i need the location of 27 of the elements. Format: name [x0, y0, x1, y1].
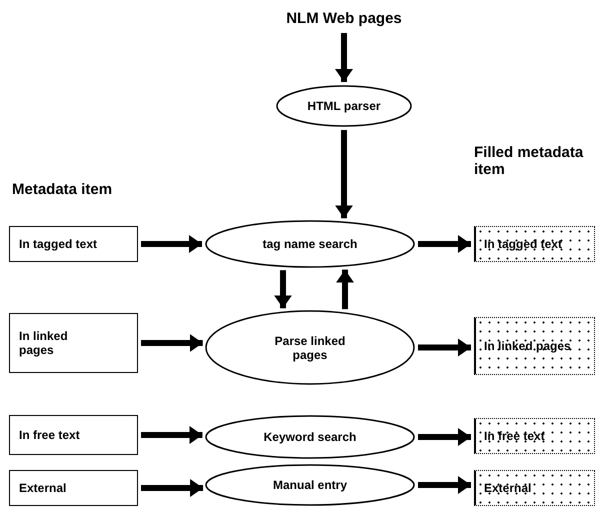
- arrow: [141, 479, 204, 497]
- process-ellipse: Manual entry: [205, 464, 415, 506]
- metadata-box: In tagged text: [9, 226, 138, 262]
- column-heading: Metadata item: [12, 181, 114, 198]
- arrow: [418, 235, 471, 253]
- arrow: [335, 130, 353, 218]
- arrow: [418, 476, 471, 494]
- metadata-box: In linked pages: [9, 313, 138, 373]
- arrow: [335, 33, 353, 82]
- column-heading: Filled metadata item: [474, 144, 584, 178]
- process-ellipse: tag name search: [205, 220, 415, 268]
- arrow: [141, 235, 202, 253]
- arrow: [336, 270, 354, 310]
- filled-metadata-box: In free text: [474, 418, 595, 454]
- process-ellipse: Keyword search: [205, 415, 415, 459]
- arrow: [274, 270, 292, 308]
- filled-metadata-box: In tagged text: [474, 226, 595, 262]
- arrow: [418, 428, 471, 446]
- heading-text: NLM Web pages: [264, 6, 424, 30]
- metadata-box: External: [9, 470, 138, 506]
- process-ellipse: Parse linked pages: [205, 310, 415, 385]
- process-ellipse: HTML parser: [276, 85, 412, 127]
- arrow: [141, 334, 203, 352]
- filled-metadata-box: External: [474, 470, 595, 506]
- arrow: [418, 338, 471, 356]
- arrow: [141, 426, 202, 444]
- metadata-box: In free text: [9, 415, 138, 455]
